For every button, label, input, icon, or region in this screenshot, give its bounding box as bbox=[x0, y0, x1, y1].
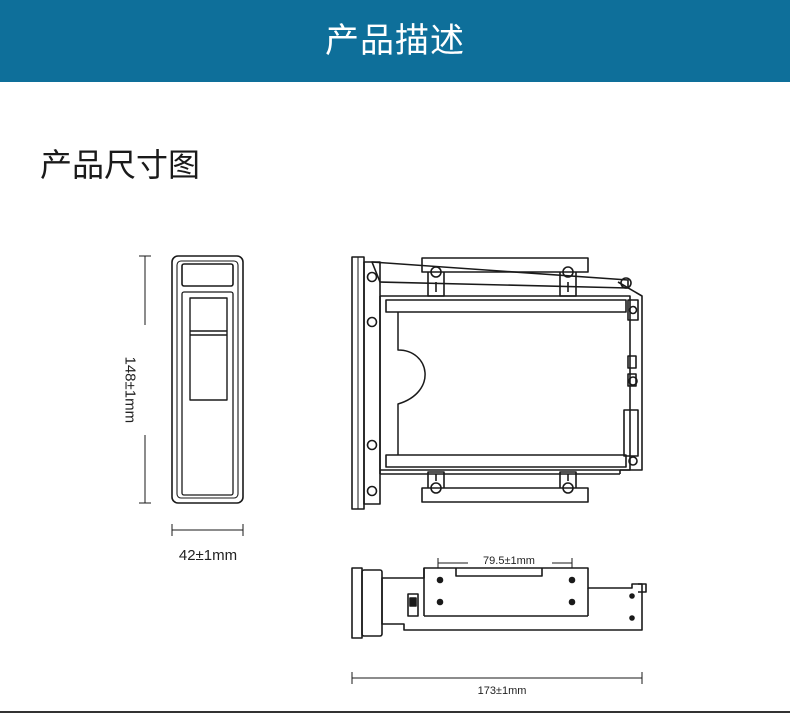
side-view bbox=[351, 555, 647, 684]
bottom-divider bbox=[0, 711, 790, 713]
height-dimension-label: 148±1mm bbox=[121, 356, 139, 424]
front-view bbox=[138, 255, 244, 536]
width-dimension-label: 42±1mm bbox=[178, 547, 238, 564]
length-dimension-label: 173±1mm bbox=[477, 685, 527, 697]
bay-width-dimension-label: 79.5±1mm bbox=[483, 555, 535, 567]
header-banner: 产品描述 bbox=[0, 0, 790, 82]
header-title: 产品描述 bbox=[325, 21, 465, 61]
top-view bbox=[351, 256, 643, 510]
section-title: 产品尺寸图 bbox=[40, 146, 201, 184]
